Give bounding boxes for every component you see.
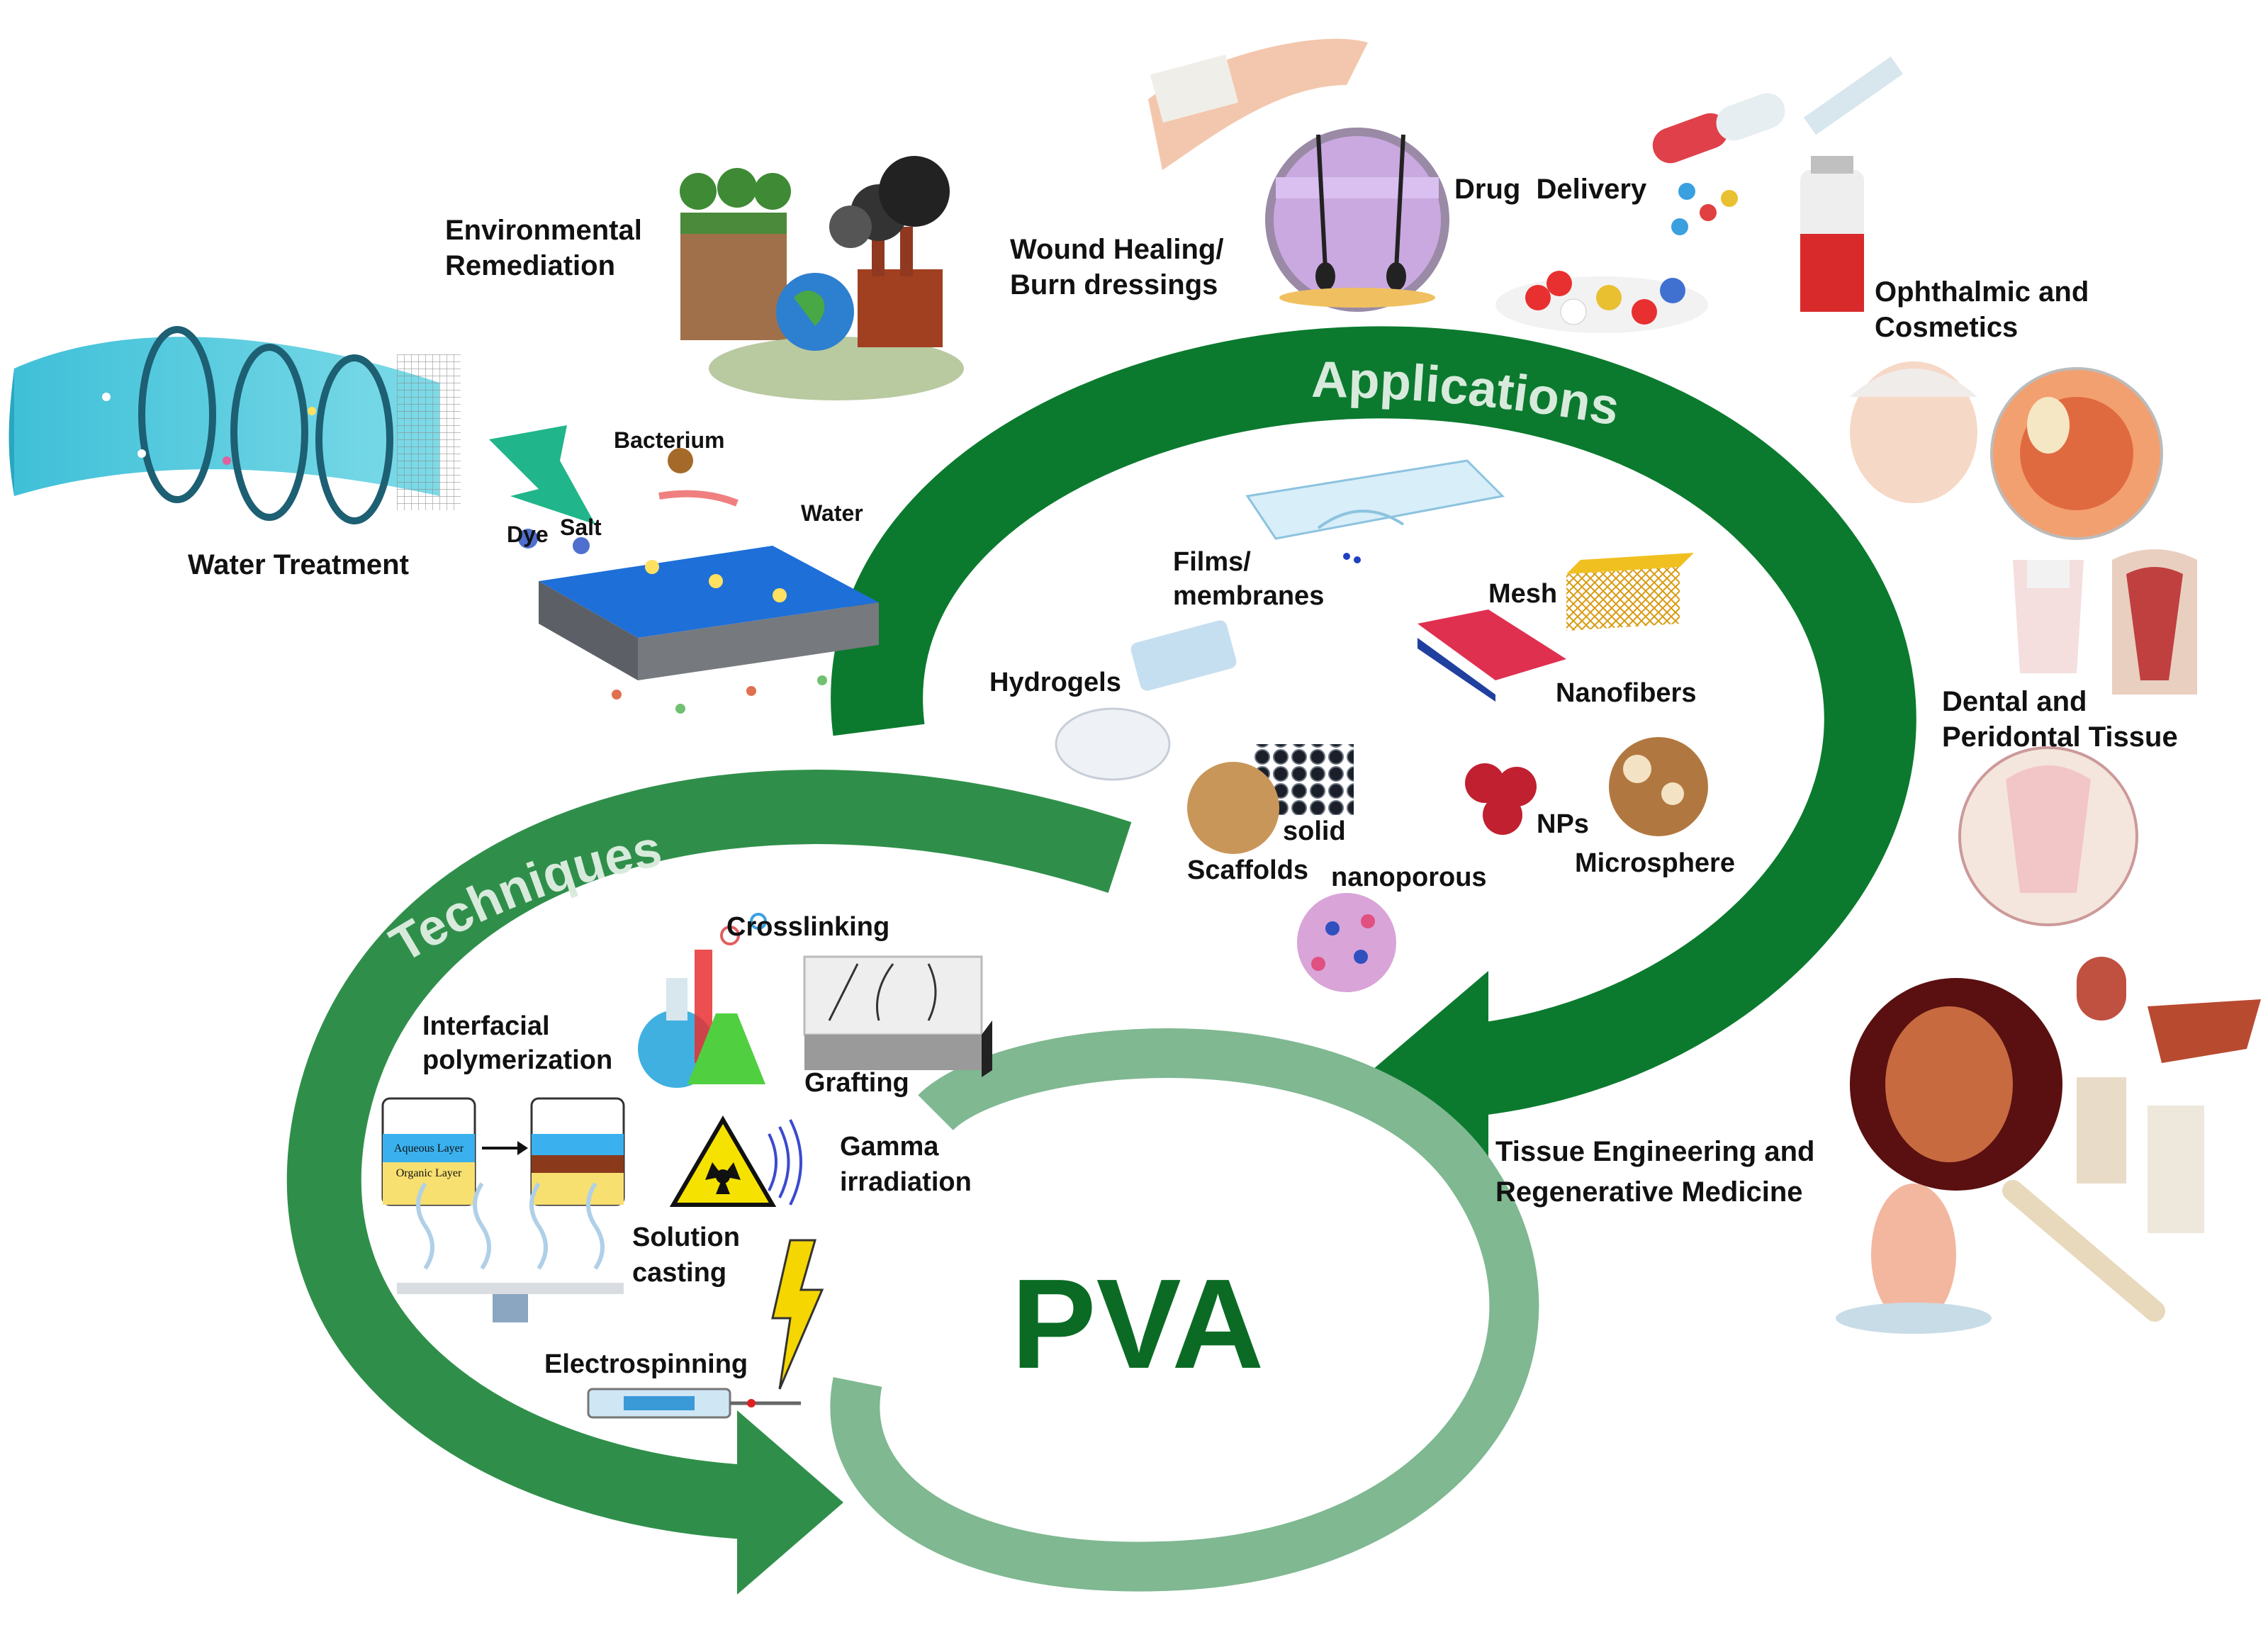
nps-illustration bbox=[1465, 763, 1537, 835]
organic-layer-label: Organic Layer bbox=[396, 1167, 462, 1179]
solid-label: solid bbox=[1283, 816, 1346, 846]
grafting-label: Grafting bbox=[804, 1068, 909, 1098]
filtration-membrane-illustration bbox=[518, 448, 879, 714]
hydrogels-illustration bbox=[1055, 620, 1237, 781]
bacterium-label: Bacterium bbox=[614, 427, 725, 453]
interfacial-label: Interfacial polymerization bbox=[422, 1011, 612, 1075]
pva-title: PVA bbox=[1011, 1253, 1264, 1395]
salt-label: Salt bbox=[560, 515, 602, 540]
gamma-label: Gamma irradiation bbox=[840, 1132, 972, 1197]
grafting-illustration bbox=[803, 955, 992, 1077]
mesh-illustration bbox=[1566, 553, 1694, 631]
scaffolds-label: Scaffolds bbox=[1187, 855, 1308, 885]
films-label: Films/ membranes bbox=[1173, 547, 1324, 611]
water-treatment-label: Water Treatment bbox=[188, 549, 409, 580]
hydrogels-label: Hydrogels bbox=[989, 668, 1121, 697]
environment-illustration bbox=[680, 156, 964, 400]
environmental-label: Environmental Remediation bbox=[445, 215, 650, 281]
ophthalmic-label: Ophthalmic and Cosmetics bbox=[1875, 276, 2096, 343]
dental-illustration bbox=[1958, 549, 2197, 926]
nanofibers-label: Nanofibers bbox=[1556, 678, 1696, 708]
nanoporous-label: nanoporous bbox=[1331, 862, 1487, 892]
nanoporous-illustration bbox=[1297, 893, 1396, 992]
wound-healing-label: Wound Healing/ Burn dressings bbox=[1010, 234, 1232, 300]
techniques-arrow bbox=[286, 770, 1132, 1595]
electrospinning-illustration bbox=[587, 1388, 801, 1419]
mesh-label: Mesh bbox=[1488, 579, 1557, 609]
solution-casting-illustration bbox=[397, 1182, 624, 1322]
crosslinking-label: Crosslinking bbox=[726, 912, 889, 942]
films-illustration bbox=[1245, 459, 1505, 563]
lightning-icon bbox=[771, 1239, 824, 1390]
tissue-engineering-label: Tissue Engineering and Regenerative Medi… bbox=[1495, 1136, 1823, 1208]
drug-delivery-label: Drug Delivery bbox=[1454, 174, 1647, 205]
microsphere-label: Microsphere bbox=[1575, 848, 1735, 878]
water-label: Water bbox=[801, 500, 863, 526]
nps-label: NPs bbox=[1537, 809, 1589, 839]
crosslinking-illustration bbox=[638, 913, 767, 1088]
water-pipe-illustration bbox=[9, 326, 595, 524]
drug-delivery-illustration bbox=[1495, 56, 1904, 333]
dye-label: Dye bbox=[507, 522, 549, 547]
electrospinning-label: Electrospinning bbox=[544, 1349, 748, 1379]
aqueous-layer-label: Aqueous Layer bbox=[394, 1142, 464, 1154]
scaffolds-illustration bbox=[1187, 744, 1354, 854]
ophthalmic-illustration bbox=[1850, 361, 2163, 540]
wound-healing-illustration bbox=[1148, 38, 1449, 312]
dental-label: Dental and Peridontal Tissue bbox=[1942, 686, 2178, 753]
tissue-illustration bbox=[1836, 957, 2261, 1334]
nanofibers-illustration bbox=[1418, 609, 1566, 702]
solution-casting-label: Solution casting bbox=[632, 1222, 748, 1288]
microsphere-illustration bbox=[1609, 737, 1708, 836]
gamma-irradiation-illustration bbox=[669, 1115, 802, 1207]
interfacial-illustration bbox=[381, 1097, 625, 1206]
pva-ring bbox=[830, 1028, 1539, 1592]
